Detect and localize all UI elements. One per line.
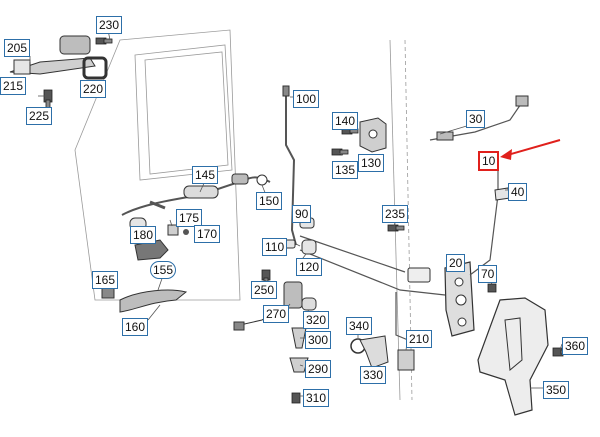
part-label-235[interactable]: 235 bbox=[382, 205, 409, 223]
part-label-205[interactable]: 205 bbox=[4, 39, 31, 57]
actuator-part bbox=[233, 281, 317, 373]
part-label-140[interactable]: 140 bbox=[332, 112, 359, 130]
part-label-330[interactable]: 330 bbox=[360, 366, 387, 384]
part-label-155[interactable]: 155 bbox=[150, 261, 177, 279]
part-label-350[interactable]: 350 bbox=[543, 381, 570, 399]
handle-gasket-part bbox=[82, 56, 108, 80]
part-label-70[interactable]: 70 bbox=[478, 265, 498, 283]
part-label-120[interactable]: 120 bbox=[296, 258, 323, 276]
part-label-215[interactable]: 215 bbox=[0, 77, 27, 95]
part-label-40[interactable]: 40 bbox=[508, 183, 528, 201]
remote-cable-part bbox=[121, 173, 271, 216]
part-label-20[interactable]: 20 bbox=[446, 254, 466, 272]
part-label-130[interactable]: 130 bbox=[358, 154, 385, 172]
part-label-225[interactable]: 225 bbox=[26, 107, 53, 125]
part-label-100[interactable]: 100 bbox=[293, 90, 320, 108]
part-label-170[interactable]: 170 bbox=[194, 225, 221, 243]
part-label-320[interactable]: 320 bbox=[303, 311, 330, 329]
part-label-250[interactable]: 250 bbox=[251, 281, 278, 299]
part-label-300[interactable]: 300 bbox=[305, 331, 332, 349]
part-label-30[interactable]: 30 bbox=[466, 110, 486, 128]
part-label-110[interactable]: 110 bbox=[262, 238, 288, 256]
part-label-220[interactable]: 220 bbox=[80, 80, 107, 98]
part-label-160[interactable]: 160 bbox=[122, 318, 149, 336]
part-label-90[interactable]: 90 bbox=[292, 205, 312, 223]
outer-handle-part bbox=[9, 35, 96, 75]
part-label-270[interactable]: 270 bbox=[263, 305, 290, 323]
part-label-165[interactable]: 165 bbox=[92, 271, 119, 289]
rod-guide-parts bbox=[350, 335, 415, 371]
door-lock-part bbox=[407, 261, 475, 337]
part-label-230[interactable]: 230 bbox=[96, 16, 123, 34]
part-label-150[interactable]: 150 bbox=[256, 192, 283, 210]
inner-handle-part bbox=[101, 217, 189, 313]
part-label-145[interactable]: 145 bbox=[192, 166, 219, 184]
part-label-210[interactable]: 210 bbox=[406, 330, 433, 348]
part-label-180[interactable]: 180 bbox=[130, 226, 157, 244]
part-label-290[interactable]: 290 bbox=[305, 360, 332, 378]
part-label-10-highlighted[interactable]: 10 bbox=[478, 151, 500, 171]
bracket-part bbox=[359, 117, 387, 153]
part-label-360[interactable]: 360 bbox=[562, 337, 589, 355]
highlight-arrow bbox=[500, 139, 561, 160]
link-rods bbox=[299, 95, 529, 346]
part-label-135[interactable]: 135 bbox=[332, 161, 359, 179]
part-label-340[interactable]: 340 bbox=[346, 317, 373, 335]
lock-cover-part bbox=[477, 297, 549, 416]
part-label-310[interactable]: 310 bbox=[303, 389, 330, 407]
part-label-175[interactable]: 175 bbox=[176, 209, 203, 227]
lock-rod-part bbox=[282, 85, 297, 246]
